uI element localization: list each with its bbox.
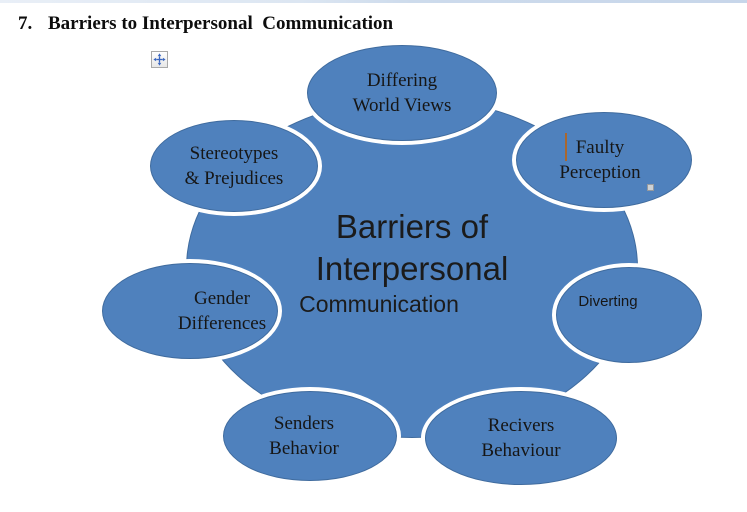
move-cross-icon xyxy=(153,53,166,66)
ellipse-label: Stereotypes & Prejudices xyxy=(184,143,284,189)
window-edge-strip xyxy=(0,0,747,3)
heading-text: Barriers to Interpersonal Communication xyxy=(48,13,394,34)
heading: 7. Barriers to Interpersonal Communicati… xyxy=(18,13,393,35)
move-handle-icon[interactable] xyxy=(151,51,168,68)
ellipse-differing-world-views[interactable]: Differing World Views xyxy=(307,45,497,141)
gray-square-handle[interactable] xyxy=(647,184,654,191)
ellipse-label: Gender Differences xyxy=(177,288,267,334)
ellipse-gender-differences[interactable]: Gender Differences xyxy=(102,263,278,359)
ellipse-diverting[interactable]: Diverting xyxy=(556,267,702,363)
text-insertion-cursor xyxy=(565,133,567,161)
ellipse-label: Differing World Views xyxy=(352,70,452,116)
ellipse-senders-behavior[interactable]: Senders Behavior xyxy=(223,391,397,481)
ellipse-stereotypes-prejudices[interactable]: Stereotypes & Prejudices xyxy=(150,120,318,212)
heading-number: 7. xyxy=(18,13,33,34)
ellipse-recivers-behaviour[interactable]: Recivers Behaviour xyxy=(425,391,617,485)
ellipse-label: Recivers Behaviour xyxy=(481,415,561,461)
ellipse-label: Diverting xyxy=(578,293,638,310)
ellipse-label: Senders Behavior xyxy=(269,413,339,459)
ellipse-label: Faulty Perception xyxy=(559,137,641,183)
ellipse-faulty-perception[interactable]: Faulty Perception xyxy=(516,112,692,208)
